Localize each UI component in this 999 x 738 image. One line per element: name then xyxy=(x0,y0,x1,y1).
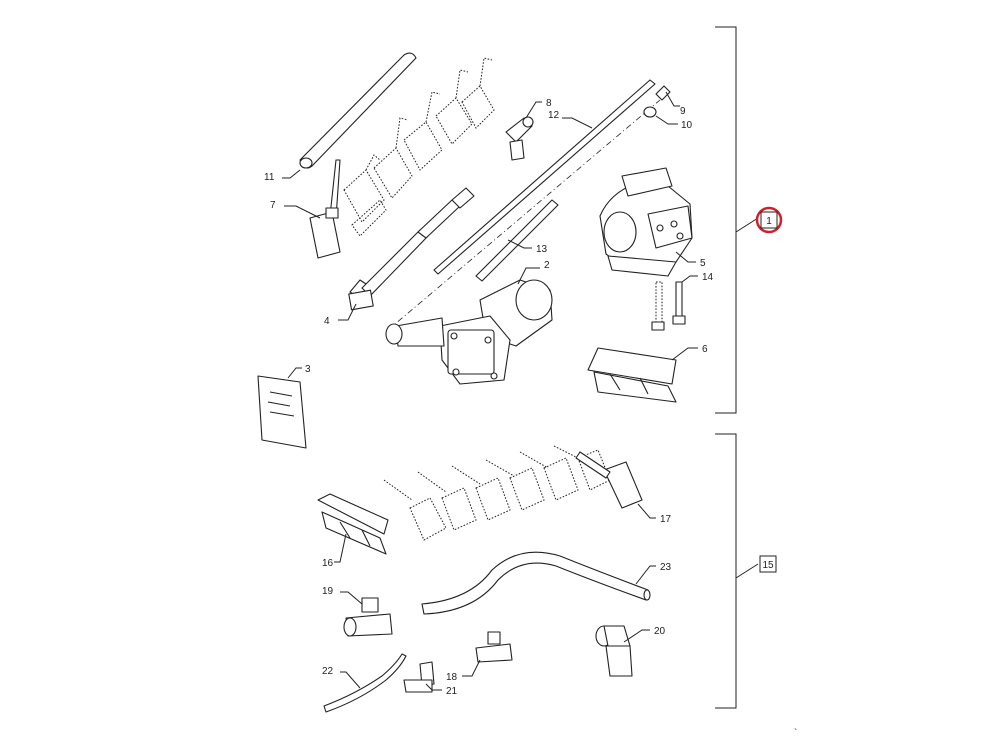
svg-text:10: 10 xyxy=(681,120,693,131)
part-14-bolts[interactable] xyxy=(651,281,686,331)
assembly-axis-line xyxy=(387,99,661,331)
svg-text:5: 5 xyxy=(700,258,706,269)
callout-10[interactable]: 10 xyxy=(655,115,693,131)
callout-8[interactable]: 8 xyxy=(525,98,552,119)
part-23-hose[interactable] xyxy=(421,551,651,615)
part-3-booklet[interactable] xyxy=(257,375,307,449)
part-9-fitting[interactable] xyxy=(655,85,671,101)
part-7-cable-tie[interactable] xyxy=(309,159,341,259)
highlight-ring xyxy=(755,206,783,234)
callout-group-1[interactable]: 1 xyxy=(755,206,783,234)
svg-text:21: 21 xyxy=(446,686,458,697)
part-21-elbow-fitting[interactable] xyxy=(403,661,435,693)
callout-9[interactable]: 9 xyxy=(665,91,686,117)
part-10-fitting[interactable] xyxy=(643,106,657,118)
svg-text:11: 11 xyxy=(264,172,275,183)
part-12-rod[interactable] xyxy=(433,79,656,275)
part-13-rod[interactable] xyxy=(475,199,559,282)
callout-20[interactable]: 20 xyxy=(623,626,666,643)
svg-text:23: 23 xyxy=(660,562,672,573)
svg-text:16: 16 xyxy=(322,558,334,569)
cable-ties-upper xyxy=(343,57,495,237)
part-4-harness[interactable] xyxy=(348,187,475,311)
svg-text:3: 3 xyxy=(305,364,311,375)
part-6-holder[interactable] xyxy=(587,347,677,403)
callout-12[interactable]: 12 xyxy=(548,110,593,129)
callout-21[interactable]: 21 xyxy=(425,683,458,697)
svg-text:7: 7 xyxy=(270,200,276,211)
svg-text:2: 2 xyxy=(544,260,550,271)
part-19-tee-fitting[interactable] xyxy=(343,597,393,637)
svg-text:20: 20 xyxy=(654,626,666,637)
callout-16[interactable]: 16 xyxy=(322,533,347,569)
callout-label: 15 xyxy=(762,560,774,571)
callout-6[interactable]: 6 xyxy=(671,344,708,361)
part-11-tube[interactable] xyxy=(299,52,417,169)
callout-5[interactable]: 5 xyxy=(675,251,706,269)
part-2-motor[interactable] xyxy=(385,279,553,385)
svg-text:22: 22 xyxy=(322,666,334,677)
svg-text:17: 17 xyxy=(660,514,672,525)
group-bracket-lower xyxy=(715,433,759,709)
svg-text:13: 13 xyxy=(536,244,548,255)
callout-label: 1 xyxy=(766,216,772,227)
svg-text:6: 6 xyxy=(702,344,708,355)
part-17-cable-tie[interactable] xyxy=(575,451,643,509)
svg-text:8: 8 xyxy=(546,98,552,109)
svg-text:19: 19 xyxy=(322,586,334,597)
callout-18[interactable]: 18 xyxy=(446,659,481,683)
callout-4[interactable]: 4 xyxy=(324,303,357,327)
cable-ties-lower xyxy=(383,445,611,541)
svg-text:18: 18 xyxy=(446,672,458,683)
svg-text:12: 12 xyxy=(548,110,560,121)
part-5-clamp[interactable] xyxy=(599,167,693,277)
callout-2[interactable]: 2 xyxy=(517,260,550,285)
callout-11[interactable]: 11 xyxy=(264,169,301,183)
svg-text:4: 4 xyxy=(324,316,330,327)
callout-14[interactable]: 14 xyxy=(681,272,714,283)
part-16-holder[interactable] xyxy=(317,493,389,555)
part-8-elbow-fitting[interactable] xyxy=(505,116,534,161)
corner-mark: ` xyxy=(794,727,797,738)
group-bracket-upper xyxy=(715,26,759,414)
svg-text:14: 14 xyxy=(702,272,714,283)
callout-23[interactable]: 23 xyxy=(635,562,672,585)
svg-text:9: 9 xyxy=(680,106,686,117)
callout-13[interactable]: 13 xyxy=(507,239,548,255)
callout-17[interactable]: 17 xyxy=(637,503,672,525)
callout-19[interactable]: 19 xyxy=(322,586,363,605)
part-22-hose[interactable] xyxy=(323,653,407,713)
part-18-tee-fitting[interactable] xyxy=(475,631,513,663)
callout-3[interactable]: 3 xyxy=(287,364,311,379)
callout-group-15[interactable]: 15 xyxy=(759,555,777,573)
callout-22[interactable]: 22 xyxy=(322,666,361,689)
callout-7[interactable]: 7 xyxy=(270,200,321,219)
part-20-elbow-fitting[interactable] xyxy=(595,625,633,677)
